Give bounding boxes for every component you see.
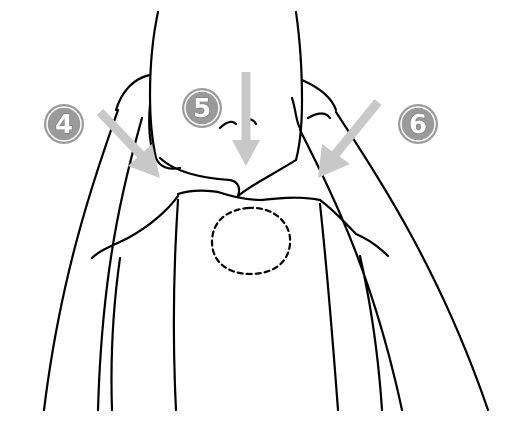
center-finger-crease <box>220 122 236 128</box>
left-wrap-finger <box>116 75 150 110</box>
step-6-label: 6 <box>409 110 427 140</box>
lower-right-side <box>320 204 338 410</box>
step-6-arrow <box>318 102 378 178</box>
step-5-arrow <box>232 72 260 166</box>
target-dashed-circle <box>212 208 290 274</box>
lower-left-side <box>174 200 178 410</box>
lower-shoulder-line <box>178 191 320 200</box>
step-5-badge: 5 <box>182 88 222 128</box>
upper-finger-tip <box>160 158 296 196</box>
right-finger-fold <box>292 98 300 128</box>
upper-finger-left-edge <box>150 12 180 169</box>
upper-finger-right-edge <box>296 12 302 160</box>
step-6-badge: 6 <box>398 104 438 144</box>
step-4-label: 4 <box>55 110 73 140</box>
lower-right-arm-inner <box>360 256 382 410</box>
right-finger-crease <box>308 114 330 119</box>
left-arm-outer <box>44 110 118 410</box>
lower-left-shoulder <box>92 196 178 258</box>
step-5-label: 5 <box>193 94 211 124</box>
lower-left-arm-inner <box>111 258 120 410</box>
right-arm-inner <box>300 130 402 410</box>
right-wrap-finger <box>302 80 336 110</box>
step-4-badge: 4 <box>44 104 84 144</box>
